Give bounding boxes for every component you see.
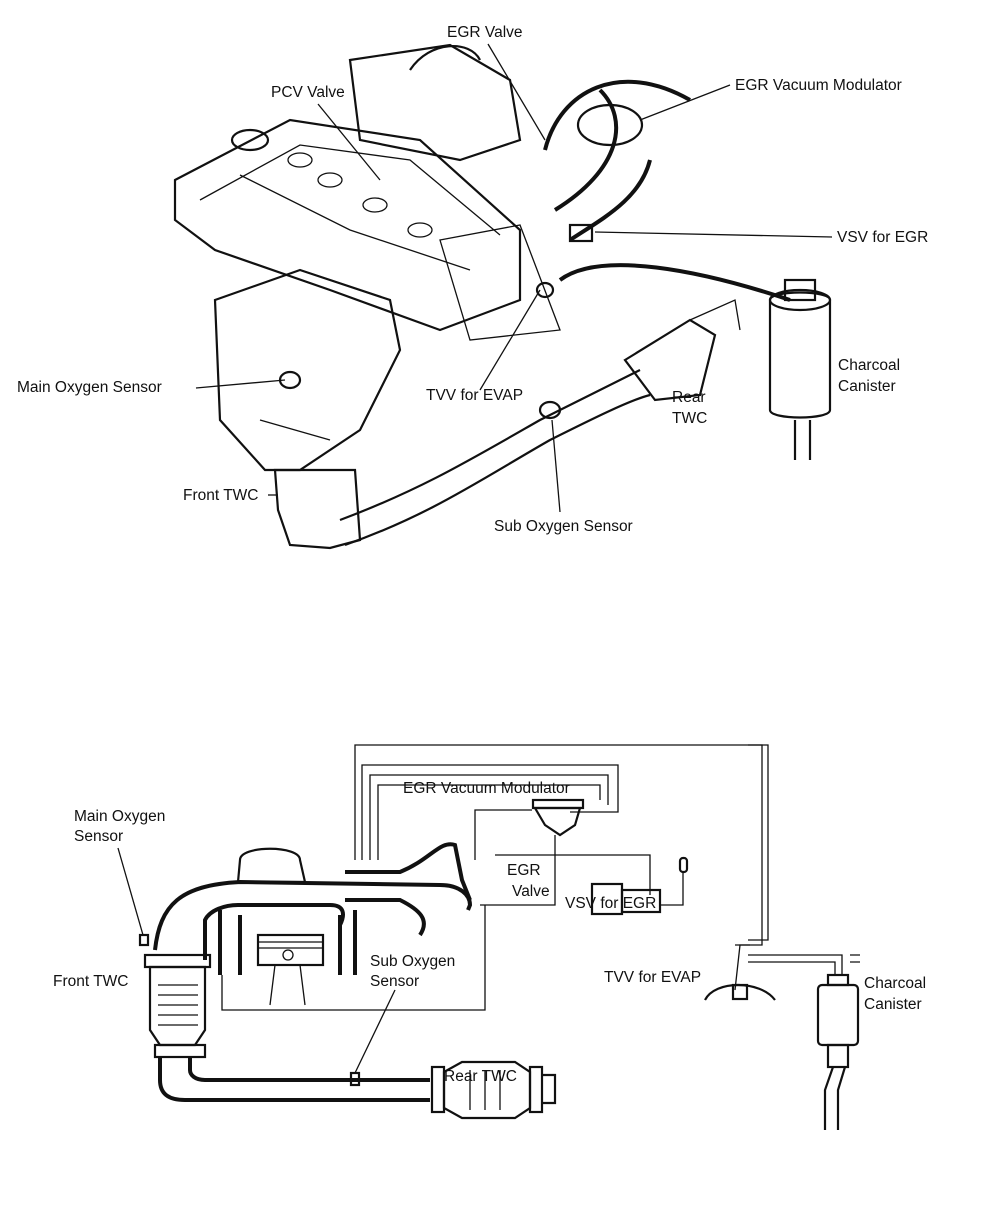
top-labels: EGR Valve PCV Valve EGR Vacuum Modulator… [17, 24, 928, 535]
label-front-twc: Front TWC [53, 973, 129, 990]
label-sub-oxygen-sensor-2: Sensor [370, 973, 419, 990]
label-tvv-for-evap: TVV for EVAP [426, 387, 523, 404]
label-egr-valve: EGR Valve [447, 24, 523, 41]
label-pcv-valve: PCV Valve [271, 84, 345, 101]
label-rear-twc-2: TWC [672, 410, 707, 427]
label-charcoal-canister-1: Charcoal [838, 357, 900, 374]
bottom-leader-lines [117, 847, 396, 1074]
label-charcoal-canister-2: Canister [864, 996, 922, 1013]
top-leader-lines [195, 43, 833, 513]
emission-schematic [138, 744, 860, 1130]
label-vsv-for-egr: VSV for EGR [837, 229, 928, 246]
label-charcoal-canister-1: Charcoal [864, 975, 926, 992]
label-egr-valve-1: EGR [507, 862, 541, 879]
label-main-oxygen-sensor-1: Main Oxygen [74, 808, 165, 825]
label-main-oxygen-sensor: Main Oxygen Sensor [17, 379, 162, 396]
label-sub-oxygen-sensor: Sub Oxygen Sensor [494, 518, 633, 535]
label-egr-vacuum-modulator: EGR Vacuum Modulator [735, 77, 902, 94]
label-rear-twc: Rear TWC [444, 1068, 517, 1085]
label-main-oxygen-sensor-2: Sensor [74, 828, 123, 845]
label-egr-vacuum-modulator: EGR Vacuum Modulator [403, 780, 570, 797]
label-charcoal-canister-2: Canister [838, 378, 896, 395]
label-tvv-for-evap: TVV for EVAP [604, 969, 701, 986]
label-front-twc: Front TWC [183, 487, 259, 504]
bottom-labels: EGR Vacuum Modulator Main Oxygen Sensor … [53, 780, 926, 1085]
label-rear-twc-1: Rear [672, 389, 706, 406]
label-vsv-for-egr: VSV for EGR [565, 895, 656, 912]
label-egr-valve-2: Valve [512, 883, 550, 900]
engine-illustration [173, 43, 832, 550]
label-sub-oxygen-sensor-1: Sub Oxygen [370, 953, 455, 970]
